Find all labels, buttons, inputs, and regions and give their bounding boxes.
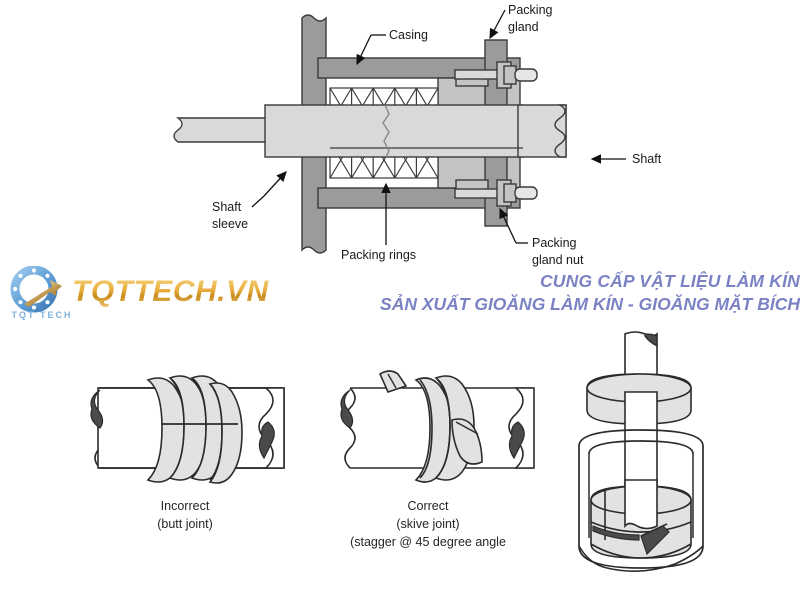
upper-gland-disc <box>586 373 692 426</box>
shaft-sleeve <box>264 104 524 158</box>
label-packing-gland-line2: gland <box>508 20 539 34</box>
caption-correct-line3: (stagger @ 45 degree angle <box>350 535 506 549</box>
tqt-tech-logo: TQT TECH <box>4 266 76 328</box>
caption-correct-line1: Correct <box>408 499 450 513</box>
vertical-stuffing-box-assembly <box>578 331 704 572</box>
slogan: CUNG CẤP VẬT LIỆU LÀM KÍN SẢN XUẤT GIOĂN… <box>300 270 800 316</box>
label-packing-gland-nut-line2: gland nut <box>532 253 584 267</box>
shaft-right-end <box>554 104 567 158</box>
packing-ring-stack-butt <box>146 375 243 484</box>
label-packing-rings: Packing rings <box>341 248 416 262</box>
logo-caption: TQT TECH <box>11 310 73 320</box>
shaft-left <box>173 117 269 143</box>
stuffing-box-cross-section: Casing Packing gland Shaft Shaft sleeve … <box>173 3 662 267</box>
label-casing: Casing <box>389 28 428 42</box>
caption-correct-line2: (skive joint) <box>396 517 459 531</box>
site-name: TQTTECH.VN <box>72 275 269 308</box>
skive-joint-packing: Correct (skive joint) (stagger @ 45 degr… <box>340 370 535 549</box>
label-shaft-sleeve-line2: sleeve <box>212 217 248 231</box>
butt-joint-packing: Incorrect (butt joint) <box>90 375 285 531</box>
branding-band: TQT TECH TQTTECH.VN CUNG CẤP VẬT LIỆU LÀ… <box>0 264 800 330</box>
label-packing-gland-line1: Packing <box>508 3 553 17</box>
label-shaft-sleeve-line1: Shaft <box>212 200 242 214</box>
caption-incorrect-line1: Incorrect <box>161 499 210 513</box>
slogan-line-2: SẢN XUẤT GIOĂNG LÀM KÍN - GIOĂNG MẶT BÍC… <box>380 294 800 314</box>
caption-incorrect-line2: (butt joint) <box>157 517 213 531</box>
slogan-line-1: CUNG CẤP VẬT LIỆU LÀM KÍN <box>539 271 800 291</box>
label-packing-gland-nut-line1: Packing <box>532 236 577 250</box>
packing-ring-stack-skive <box>378 370 483 483</box>
housing-cylinder <box>578 429 704 572</box>
label-shaft: Shaft <box>632 152 662 166</box>
